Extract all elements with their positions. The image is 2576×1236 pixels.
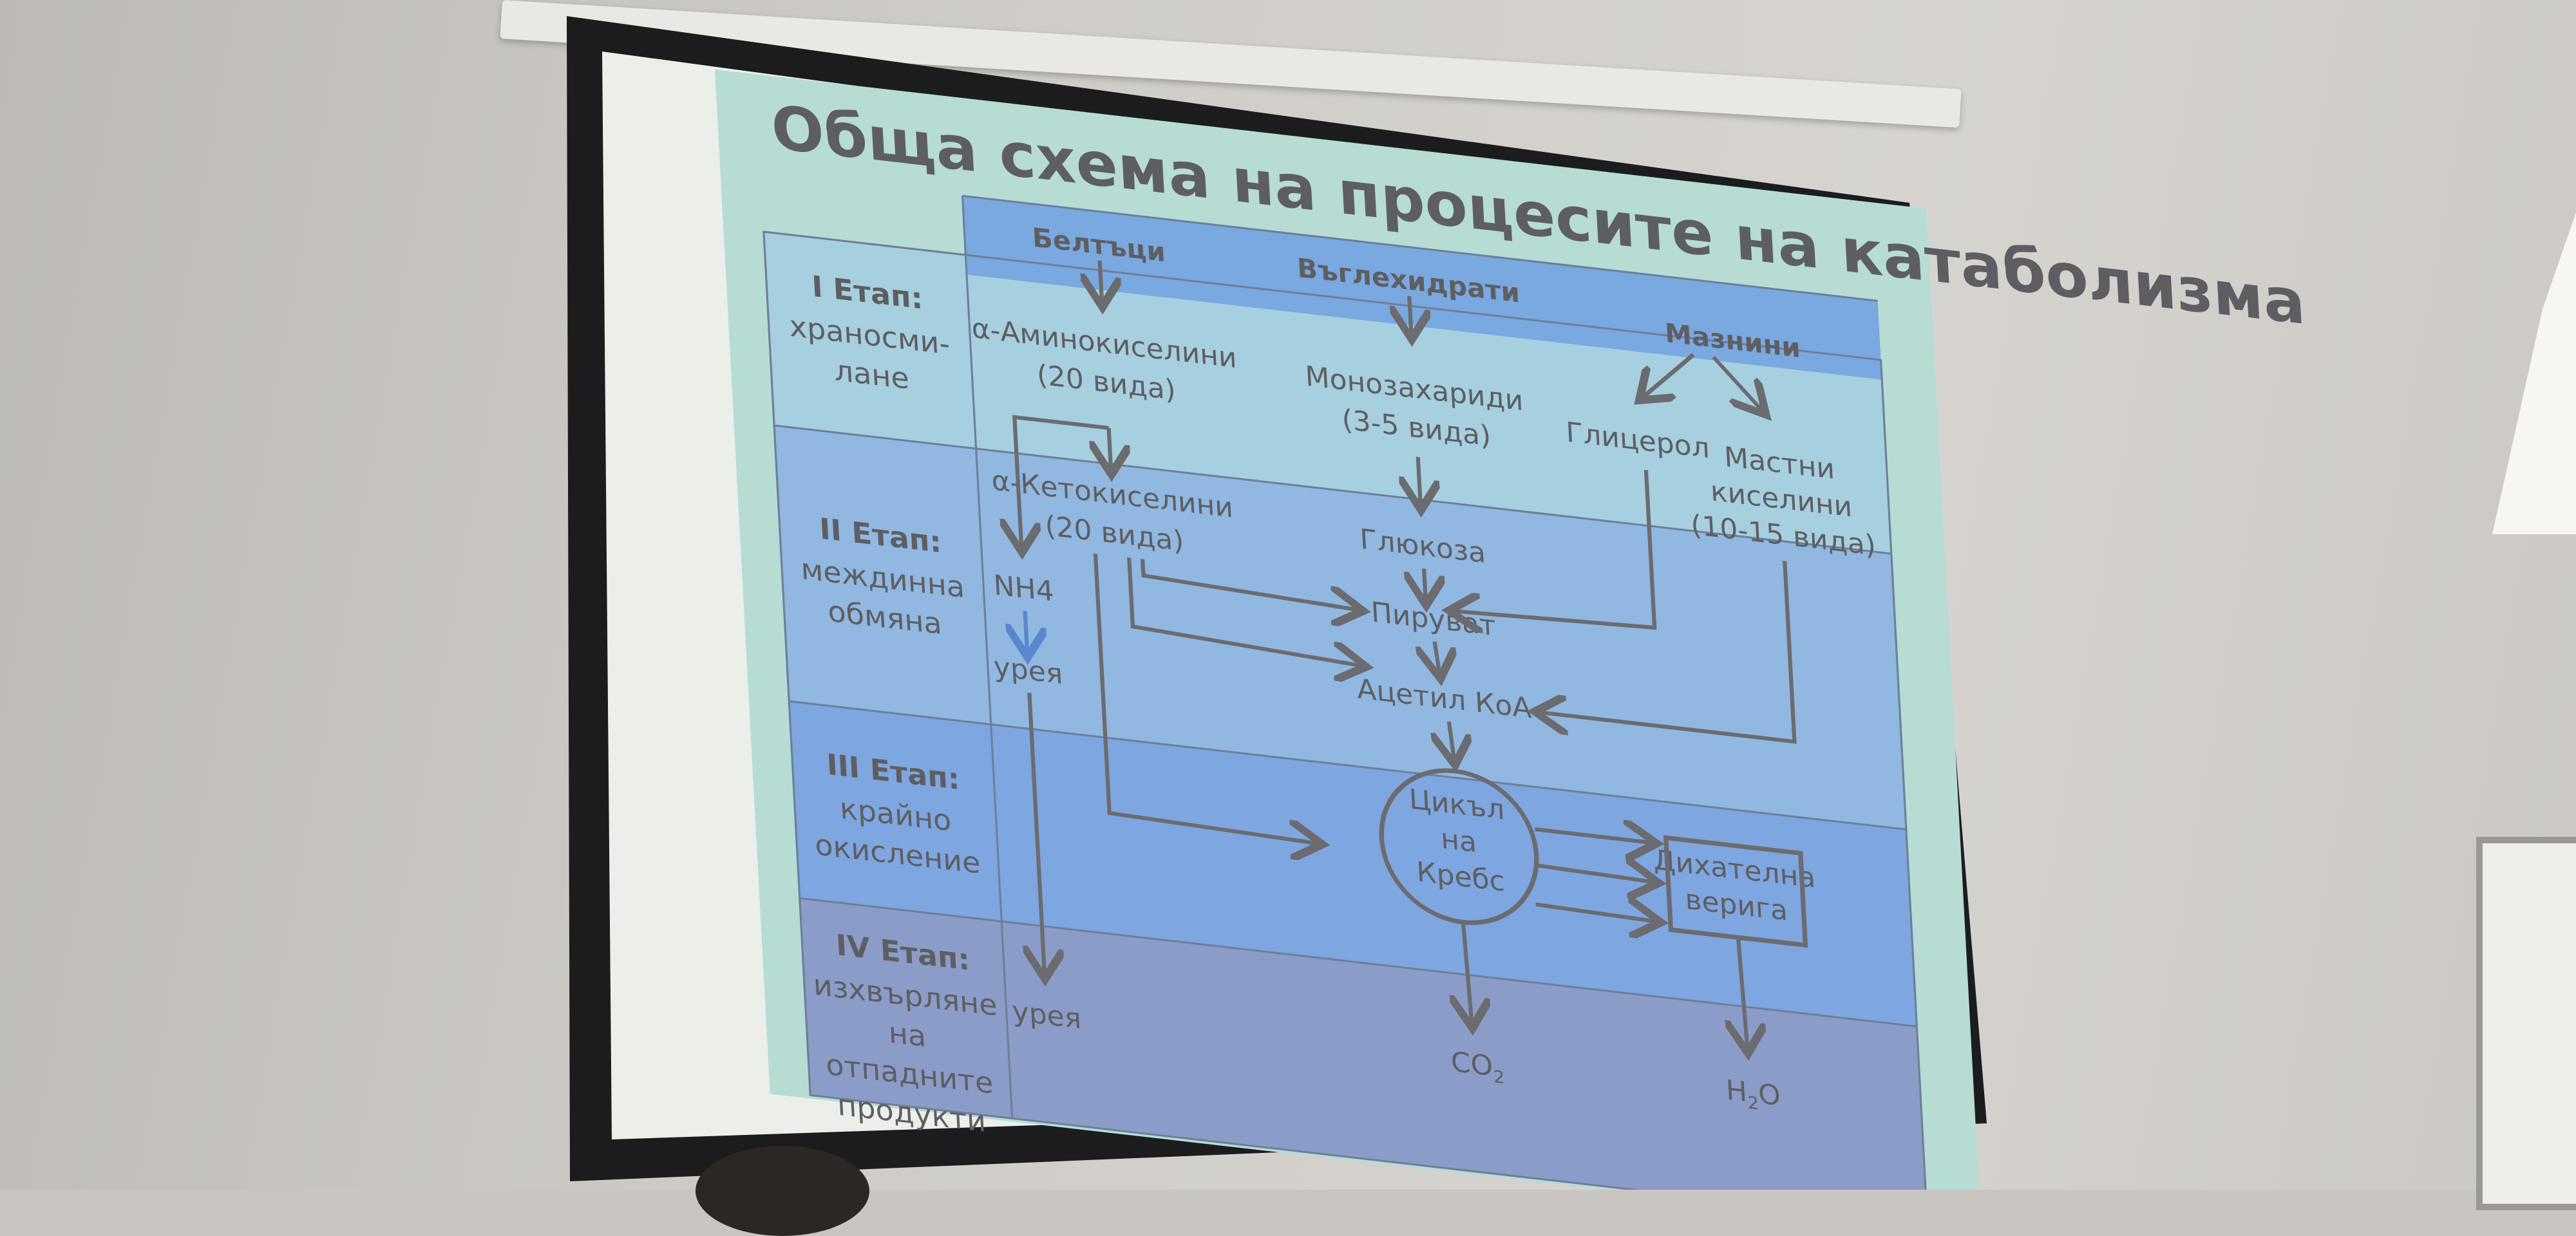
arrow-krebs-to-resp-3 — [1535, 904, 1657, 922]
stage4-desc-line2: на — [887, 1016, 927, 1054]
arrow-keto-to-acetyl — [1127, 557, 1362, 666]
arrow-amino-to-keto — [1109, 427, 1112, 471]
arrow-acetyl-to-krebs — [1449, 721, 1455, 762]
node-nh4: NH4 — [992, 570, 1054, 608]
arrow-mono-to-glucose — [1418, 456, 1421, 507]
arrow-pyruvate-to-acetyl — [1435, 641, 1440, 675]
projection-screen: Обща схема на процесите на катаболизма I… — [567, 16, 2307, 1190]
arrow-krebs-to-co2 — [1463, 922, 1472, 1025]
arrow-fatty-acids-to-acetyl — [1529, 561, 1797, 744]
table-grid — [762, 194, 1929, 1190]
arrow-krebs-to-resp-2 — [1537, 865, 1655, 882]
stage4-band — [799, 898, 1927, 1190]
arrow-glycerol-to-pyruvate — [1444, 469, 1657, 634]
arrow-keto-to-pyruvate — [1140, 559, 1359, 610]
whiteboard — [2476, 837, 2576, 1210]
flow-arrows — [1005, 260, 1797, 1063]
arrow-fats-to-fatty-acids — [1712, 355, 1763, 412]
arrow-urea-to-output — [1029, 693, 1045, 975]
node-krebs-line2: на — [1440, 823, 1477, 859]
slide: Обща схема на процесите на катаболизма I… — [715, 70, 2307, 1190]
arrow-amino-to-nh4 — [1014, 415, 1109, 559]
audience-head — [696, 1146, 869, 1236]
arrow-glucose-to-pyruvate — [1424, 568, 1426, 601]
arrow-proteins-to-amino — [1100, 260, 1103, 303]
stage3-band — [789, 701, 1917, 1027]
arrow-fats-to-glycerol — [1640, 353, 1695, 404]
arrow-resp-to-h2o — [1738, 937, 1748, 1049]
arrow-keto-to-krebs — [1093, 553, 1318, 843]
stage1-band — [763, 231, 1891, 554]
node-h2o: H2O — [1725, 1074, 1782, 1116]
arrow-krebs-to-resp-1 — [1535, 829, 1653, 843]
node-co2: CO2 — [1450, 1046, 1505, 1088]
arrow-nh4-to-urea — [1025, 610, 1028, 653]
arrow-carbs-to-mono — [1409, 295, 1411, 335]
